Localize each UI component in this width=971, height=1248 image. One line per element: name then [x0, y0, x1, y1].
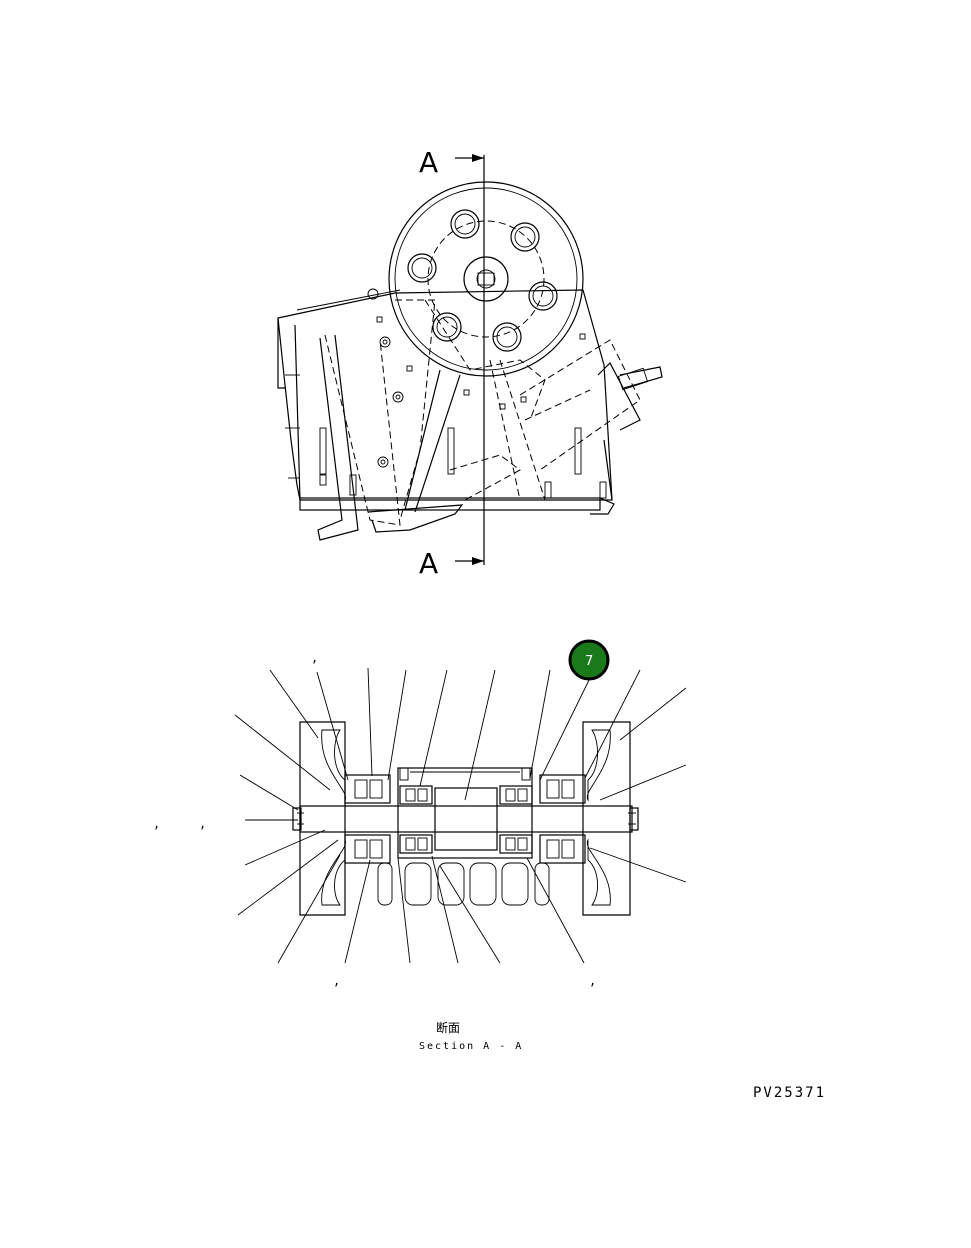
tick-mark: ,	[589, 974, 596, 988]
eccentric-shaft	[299, 805, 633, 833]
pitman-ribs	[377, 862, 550, 906]
tick-mark: ,	[311, 651, 318, 665]
pitman-body	[397, 767, 533, 859]
bearing-right-inner	[499, 785, 533, 854]
callout-7[interactable]: 7	[568, 639, 610, 681]
section-mark-bottom: A	[419, 547, 438, 580]
section-view: , , , , ,	[153, 651, 687, 988]
tick-mark: ,	[333, 974, 340, 988]
section-mark-top: A	[419, 146, 438, 179]
left-side-frame	[299, 721, 346, 916]
tension-rod	[597, 361, 641, 431]
right-side-frame	[582, 721, 631, 916]
base-plate	[299, 497, 601, 511]
caption-japanese: 断面	[436, 1020, 460, 1035]
crusher-frame	[277, 289, 613, 501]
bearing-right-outer	[539, 774, 586, 864]
flywheel-hub	[463, 256, 509, 302]
tick-mark: ,	[153, 817, 160, 831]
flywheel-outer	[388, 181, 584, 377]
tick-mark: ,	[199, 817, 206, 831]
drawing-code: PV25371	[753, 1085, 826, 1101]
caption-english: Section A - A	[419, 1041, 523, 1052]
bearing-left-inner	[399, 785, 433, 854]
side-elevation-view: A A	[277, 146, 663, 580]
callout-circle	[568, 639, 610, 681]
bearing-left-outer	[344, 774, 391, 864]
callout-label: 7	[585, 654, 593, 669]
